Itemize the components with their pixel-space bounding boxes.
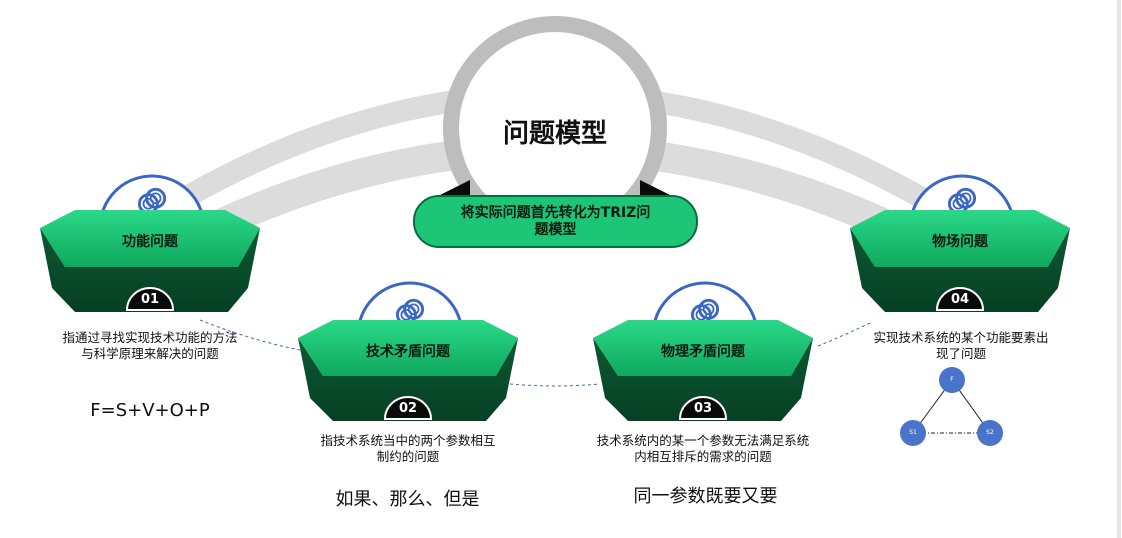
node-2-description: 指技术系统当中的两个参数相互制约的问题 (320, 433, 496, 464)
node-physical-contradiction (593, 281, 813, 421)
node-4-number: 04 (950, 292, 970, 307)
node-2-title: 技术矛盾问题 (366, 344, 450, 360)
field-label: F (950, 376, 954, 383)
node-3-description: 技术系统内的某一个参数无法满足系统内相互排斥的需求的问题 (596, 433, 810, 464)
node-4-title: 物场问题 (932, 234, 988, 250)
node-3-formula: 同一参数既要又要 (633, 486, 778, 507)
dashed-connectors (199, 319, 873, 387)
node-4-description: 实现技术系统的某个功能要素出现了问题 (873, 330, 1049, 361)
center-subtitle-pill: 将实际问题首先转化为TRIZ问题模型 (413, 195, 698, 248)
substance-field-model (900, 367, 1003, 446)
node-1-description: 指通过寻找实现技术功能的方法与科学原理来解决的问题 (62, 330, 238, 361)
center-subtitle: 将实际问题首先转化为TRIZ问题模型 (460, 204, 651, 238)
substance1-label: S1 (909, 429, 917, 436)
node-3-title: 物理矛盾问题 (661, 344, 745, 360)
right-divider (1117, 0, 1121, 538)
node-2-formula: 如果、那么、但是 (335, 489, 480, 510)
center-ring (440, 16, 670, 240)
field-node (939, 367, 965, 393)
node-functional-problem (40, 174, 260, 312)
substance1-node (900, 420, 926, 446)
node-1-number: 01 (140, 292, 160, 307)
substance2-label: S2 (986, 429, 994, 436)
node-substance-field (850, 174, 1070, 312)
node-1-title: 功能问题 (122, 234, 178, 250)
node-2-number: 02 (398, 401, 418, 416)
substance2-node (977, 420, 1003, 446)
center-title: 问题模型 (502, 119, 607, 149)
node-technical-contradiction (298, 281, 518, 421)
node-1-formula: F=S+V+O+P (90, 400, 210, 421)
node-3-number: 03 (693, 401, 713, 416)
